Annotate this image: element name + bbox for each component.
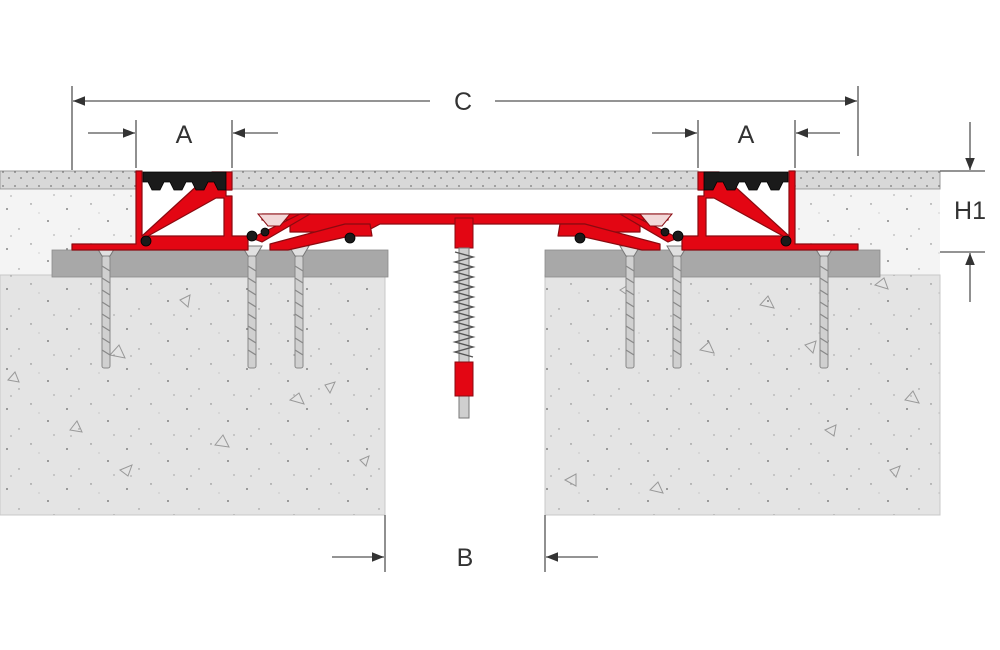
floor-covering-texture-center xyxy=(232,171,698,189)
screw-head xyxy=(256,213,292,227)
right-side-profile xyxy=(681,170,859,251)
seal-bead xyxy=(574,232,586,244)
bolt-head xyxy=(454,217,474,249)
left-hinge-arm xyxy=(269,223,373,251)
floor-covering-texture-left xyxy=(0,171,136,189)
dimension-labels: C A A B H1 xyxy=(176,88,986,572)
seal-bead xyxy=(660,227,670,237)
seal-bead xyxy=(344,232,356,244)
anchor-screw xyxy=(288,245,310,369)
anchor-screw xyxy=(666,245,688,369)
dimension-label-b: B xyxy=(457,544,474,572)
floor-covering-texture-right xyxy=(795,171,940,189)
dimension-label-c: C xyxy=(454,88,472,116)
right-rubber-seal xyxy=(703,171,789,191)
anchor-screw xyxy=(813,245,835,369)
concrete-texture-left xyxy=(0,275,385,515)
seal-bead xyxy=(140,235,152,247)
seal-bead xyxy=(246,230,258,242)
dimension-label-h1: H1 xyxy=(954,197,986,225)
concrete-texture-right xyxy=(545,275,940,515)
rubber-seals xyxy=(140,171,792,247)
substrate xyxy=(0,170,941,516)
screw-head xyxy=(638,213,674,227)
aggregate-marks xyxy=(7,277,920,494)
seal-bead xyxy=(780,235,792,247)
center-spring-bolt xyxy=(452,217,476,419)
dimension-lines xyxy=(71,86,985,572)
anchor-screws xyxy=(95,245,835,369)
cover-screw-heads xyxy=(256,213,674,227)
bolt-nut xyxy=(454,361,474,397)
left-rubber-seal xyxy=(142,171,227,191)
seal-bead xyxy=(672,230,684,242)
dimension-label-a-right: A xyxy=(738,121,755,149)
seal-bead xyxy=(260,227,270,237)
anchor-screw xyxy=(241,245,263,369)
left-side-profile xyxy=(71,170,249,251)
dimension-label-a-left: A xyxy=(176,121,193,149)
bolt-spring xyxy=(452,251,476,358)
right-hinge-arm xyxy=(557,223,661,251)
